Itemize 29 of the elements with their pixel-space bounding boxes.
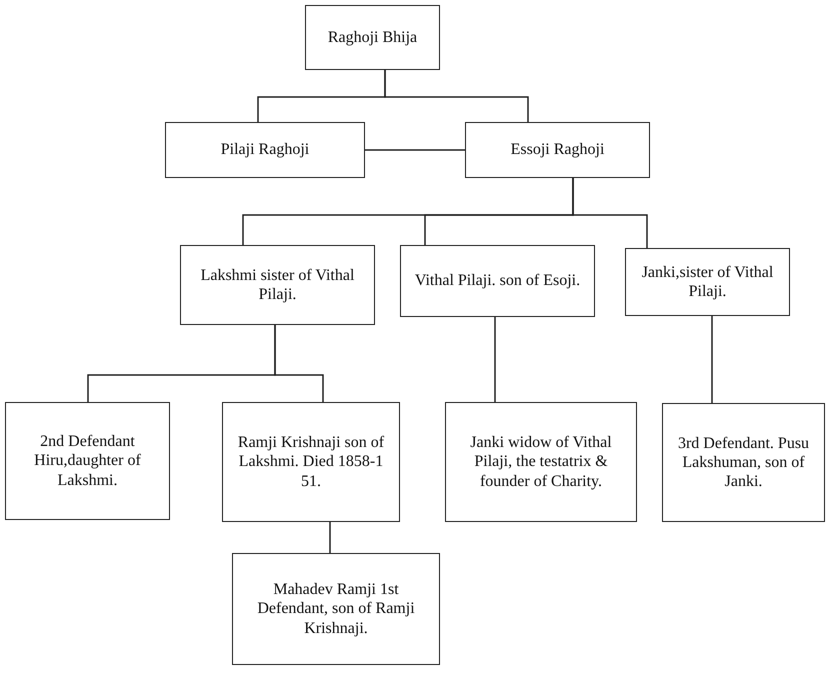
person-name: Janki widow of Vithal Pilaji, the testatrix & founder of Charity. [469, 433, 613, 491]
connector-line [384, 70, 529, 122]
person-box [305, 5, 440, 70]
person-name: 3rd Defendant. Pusu Lakshuman, son of Janki. [676, 434, 810, 492]
connector-line [274, 325, 324, 402]
person-box [222, 402, 400, 522]
connector-line [365, 149, 465, 151]
person-name: Vithal Pilaji. son of Esoji. [414, 271, 580, 291]
person-name: Essoji Raghoji [510, 140, 604, 160]
person-name: Raghoji Bhija [328, 28, 418, 48]
person-box [662, 403, 825, 522]
person-box [400, 245, 595, 317]
person-box [165, 122, 365, 178]
person-box [465, 122, 650, 178]
person-box [5, 402, 170, 520]
connector-line [711, 316, 713, 403]
person-name: Mahadev Ramji 1st Defendant, son of Ramji Krishnaji. [256, 580, 416, 638]
person-name: Janki,sister of Vithal Pilaji. [640, 262, 774, 302]
person-name: Pilaji Raghoji [220, 140, 310, 160]
connector-line [572, 178, 648, 248]
connector-line [329, 522, 331, 553]
person-box [232, 553, 440, 665]
connector-line [494, 317, 496, 402]
person-box [180, 245, 375, 325]
person-name: Lakshmi sister of Vithal Pilaji. [200, 266, 356, 304]
person-box [445, 402, 637, 522]
person-box [625, 248, 790, 316]
person-name: Ramji Krishnaji son of Lakshmi. Died 1858-1 51. [236, 433, 386, 491]
person-name: 2nd Defendant Hiru,daughter of Lakshmi. [33, 432, 142, 490]
